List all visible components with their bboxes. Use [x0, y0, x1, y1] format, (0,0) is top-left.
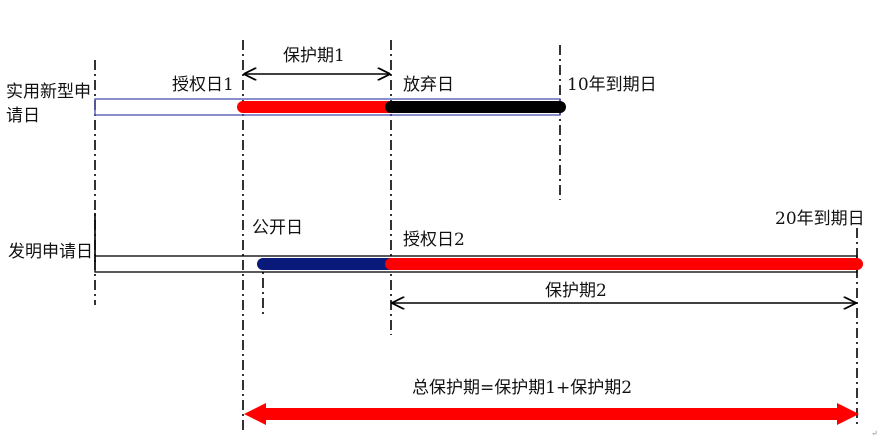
return-mark: ↵ — [871, 429, 878, 438]
protection-period-2-label: 保护期2 — [545, 281, 607, 301]
invention-application-label: 发明申请日 — [8, 242, 93, 262]
abandon-date-label: 放弃日 — [403, 75, 454, 95]
total-protection-right-arrowhead — [837, 403, 859, 425]
grant-date-1-label: 授权日1 — [172, 75, 234, 95]
utility-model-application-label: 实用新型申请日 — [6, 82, 91, 126]
twenty-year-expiry-label: 20年到期日 — [775, 209, 865, 229]
protection-period-1-label: 保护期1 — [283, 46, 345, 66]
total-protection-left-arrowhead — [244, 403, 266, 425]
total-protection-formula: 总保护期=保护期1+保护期2 — [412, 378, 633, 398]
publication-date-label: 公开日 — [252, 218, 303, 238]
ten-year-expiry-label: 10年到期日 — [567, 75, 657, 95]
grant-date-2-label: 授权日2 — [403, 230, 465, 250]
